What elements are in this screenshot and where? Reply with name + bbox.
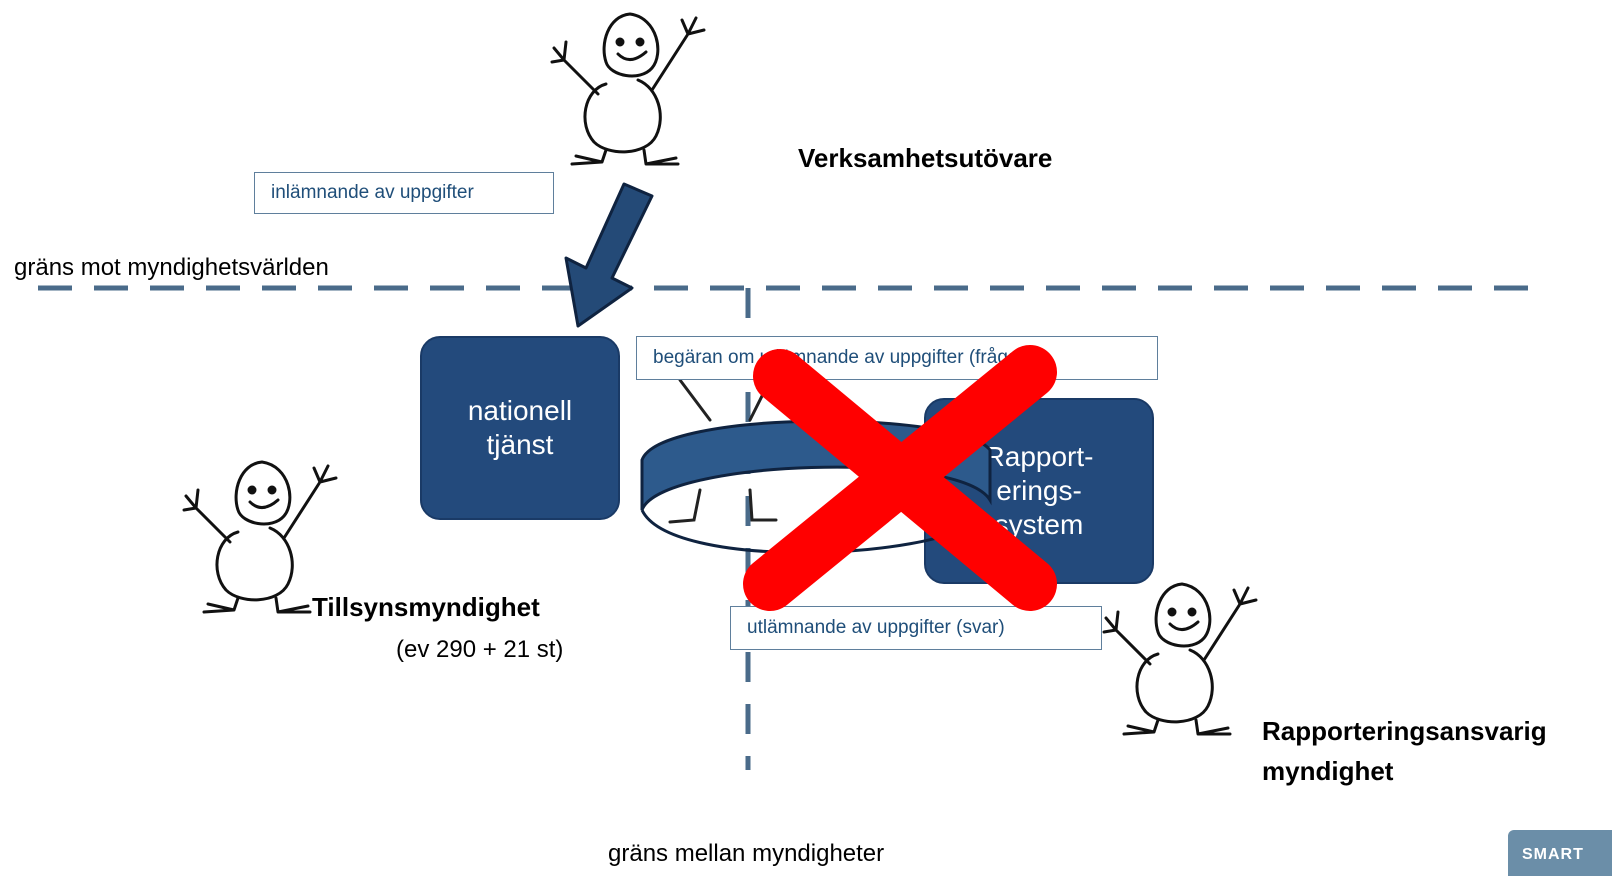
submission-note: inlämnande av uppgifter: [254, 172, 554, 214]
operator-label: Verksamhetsutövare: [798, 143, 1053, 173]
response-note: utlämnande av uppgifter (svar): [730, 606, 1102, 650]
between-authorities-boundary-label: gräns mellan myndigheter: [608, 840, 885, 867]
national-service-line2: tjänst: [486, 429, 554, 460]
national-service-box: nationell tjänst: [420, 336, 620, 520]
authority-world-boundary-label: gräns mot myndighetsvärlden: [14, 254, 329, 281]
response-note-text: utlämnande av uppgifter (svar): [747, 617, 1005, 638]
submission-arrow-icon: [564, 182, 654, 328]
reporting-authority-label-line1: Rapporteringsansvarig: [1262, 716, 1547, 746]
reporting-system-line1: Rapport-: [984, 441, 1094, 472]
supervisory-authority-count: (ev 290 + 21 st): [396, 636, 564, 663]
reporting-authority-label-line2: myndighet: [1262, 756, 1394, 786]
supervisory-authority-label: Tillsynsmyndighet: [312, 592, 540, 622]
reporting-authority-figure-icon: [1102, 582, 1258, 736]
logo: SMART: [1508, 830, 1612, 876]
logo-text: SMART: [1522, 846, 1584, 863]
submission-note-text: inlämnande av uppgifter: [271, 182, 474, 203]
supervisory-authority-figure-icon: [182, 460, 338, 614]
cross-icon: [743, 345, 1057, 611]
operator-figure-icon: [550, 12, 706, 166]
request-note-text: begäran om utlämnande av uppgifter (fråg…: [653, 347, 1025, 368]
reporting-system-line2: erings-: [996, 475, 1082, 506]
request-note: begäran om utlämnande av uppgifter (fråg…: [636, 336, 1158, 380]
national-service-line1: nationell: [467, 395, 573, 426]
